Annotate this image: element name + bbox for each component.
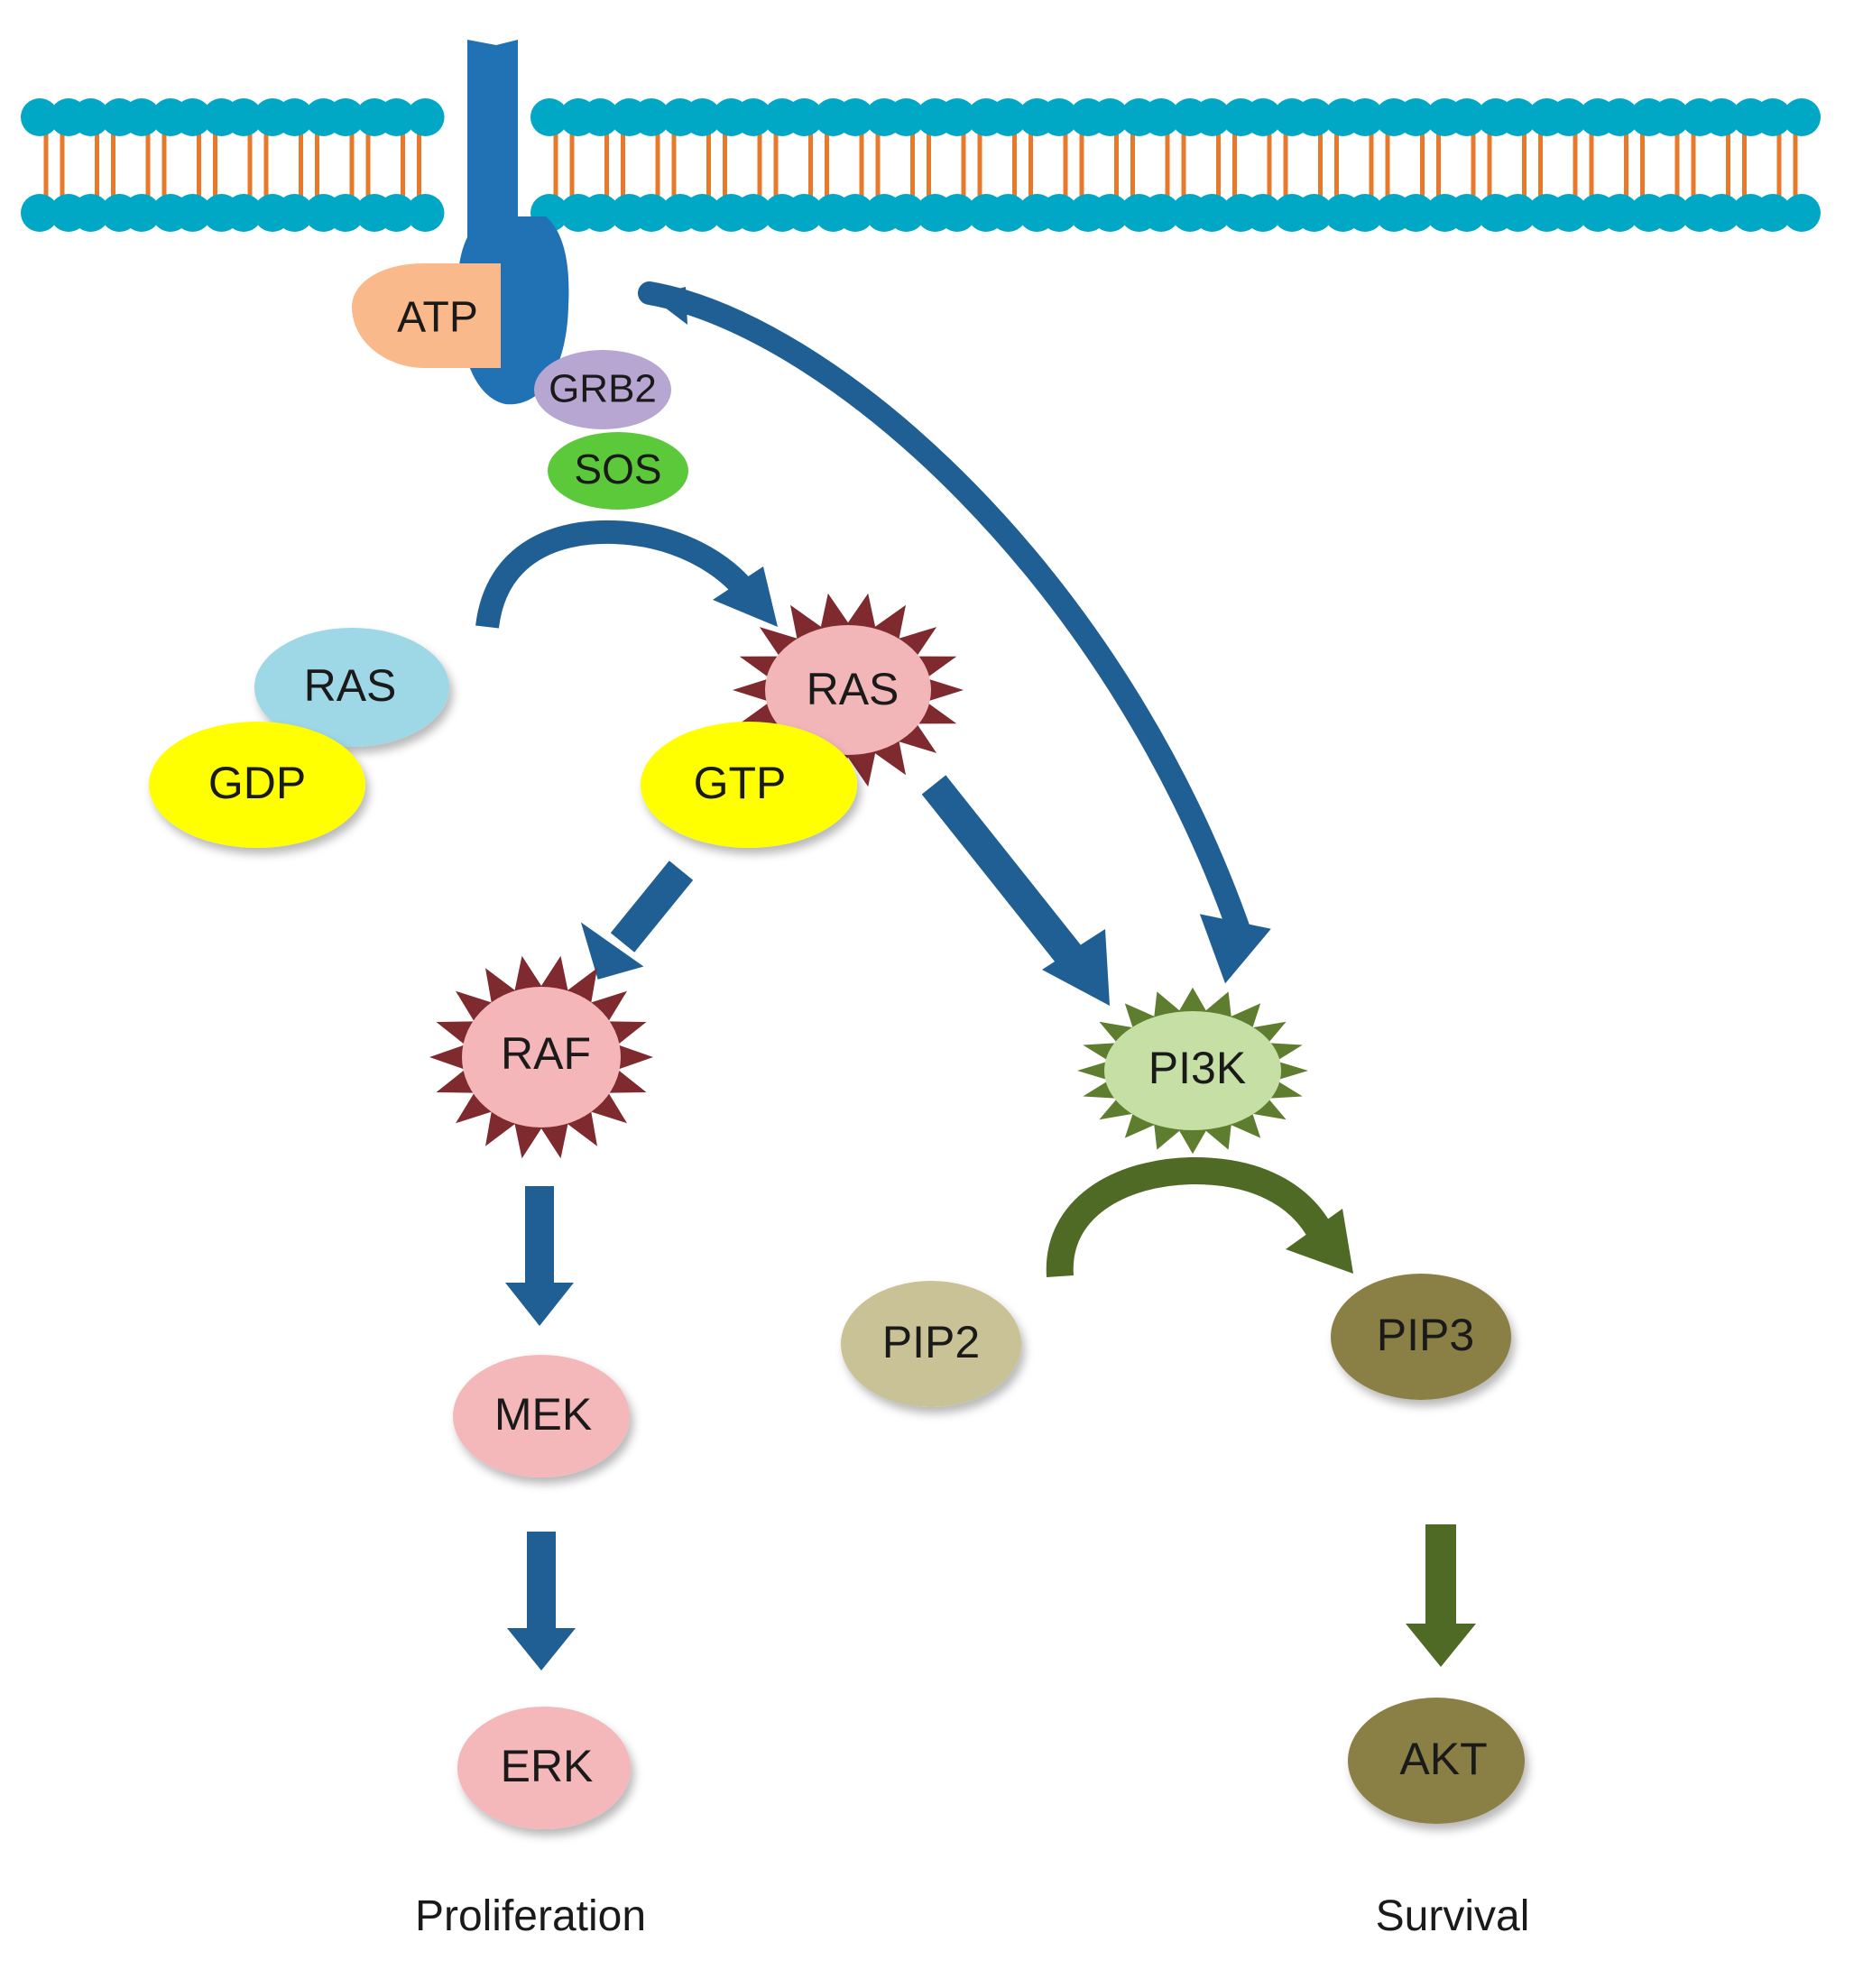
- arrow-ras-activation: [475, 520, 778, 629]
- phospholipid: [1040, 98, 1107, 232]
- outcome-survival: Survival: [1376, 1892, 1530, 1940]
- gtp-node: [641, 722, 857, 848]
- erk-node: [457, 1707, 631, 1829]
- atp-label: ATP: [397, 294, 478, 342]
- sos-node: SOS: [548, 432, 688, 510]
- pi3k-node: PI3K: [1077, 987, 1308, 1155]
- ras-active-label: RAS: [807, 664, 899, 714]
- arrow-receptor-to-pi3k: [638, 281, 1271, 984]
- erk-label: ERK: [501, 1741, 594, 1791]
- raf-label: RAF: [501, 1028, 591, 1079]
- gdp-label: GDP: [208, 758, 306, 808]
- ras-inactive-label: RAS: [304, 660, 397, 711]
- phospholipid: [1754, 98, 1821, 232]
- sos-label: SOS: [574, 446, 661, 492]
- akt-node: [1348, 1698, 1525, 1824]
- arrow-mek-to-erk: [507, 1532, 576, 1670]
- pip2-label: PIP2: [882, 1317, 980, 1367]
- arrow-pip2-to-pip3: [1046, 1156, 1353, 1277]
- outcome-proliferation: Proliferation: [415, 1892, 646, 1940]
- grb2-node: GRB2: [534, 350, 671, 429]
- arrow-pip3-to-akt: [1406, 1524, 1476, 1667]
- raf-node: RAF: [429, 955, 653, 1159]
- ras-inactive-node: [254, 628, 449, 747]
- pi3k-label: PI3K: [1148, 1043, 1246, 1093]
- cell-membrane: [21, 98, 1821, 232]
- pip3-node: [1331, 1274, 1511, 1400]
- gtp-label: GTP: [694, 758, 787, 808]
- mek-node: [453, 1355, 630, 1477]
- arrow-ras-to-pi3k: [921, 775, 1110, 1006]
- atp-node: ATP: [352, 263, 501, 368]
- arrow-raf-to-mek: [505, 1186, 574, 1326]
- grb2-label: GRB2: [549, 367, 657, 411]
- pip2-node: [841, 1281, 1021, 1407]
- akt-label: AKT: [1399, 1734, 1487, 1784]
- phospholipid: [377, 98, 445, 232]
- mek-label: MEK: [494, 1389, 592, 1440]
- pip3-label: PIP3: [1377, 1310, 1474, 1360]
- arrow-ras-to-raf: [580, 861, 694, 980]
- gdp-node: [149, 722, 365, 848]
